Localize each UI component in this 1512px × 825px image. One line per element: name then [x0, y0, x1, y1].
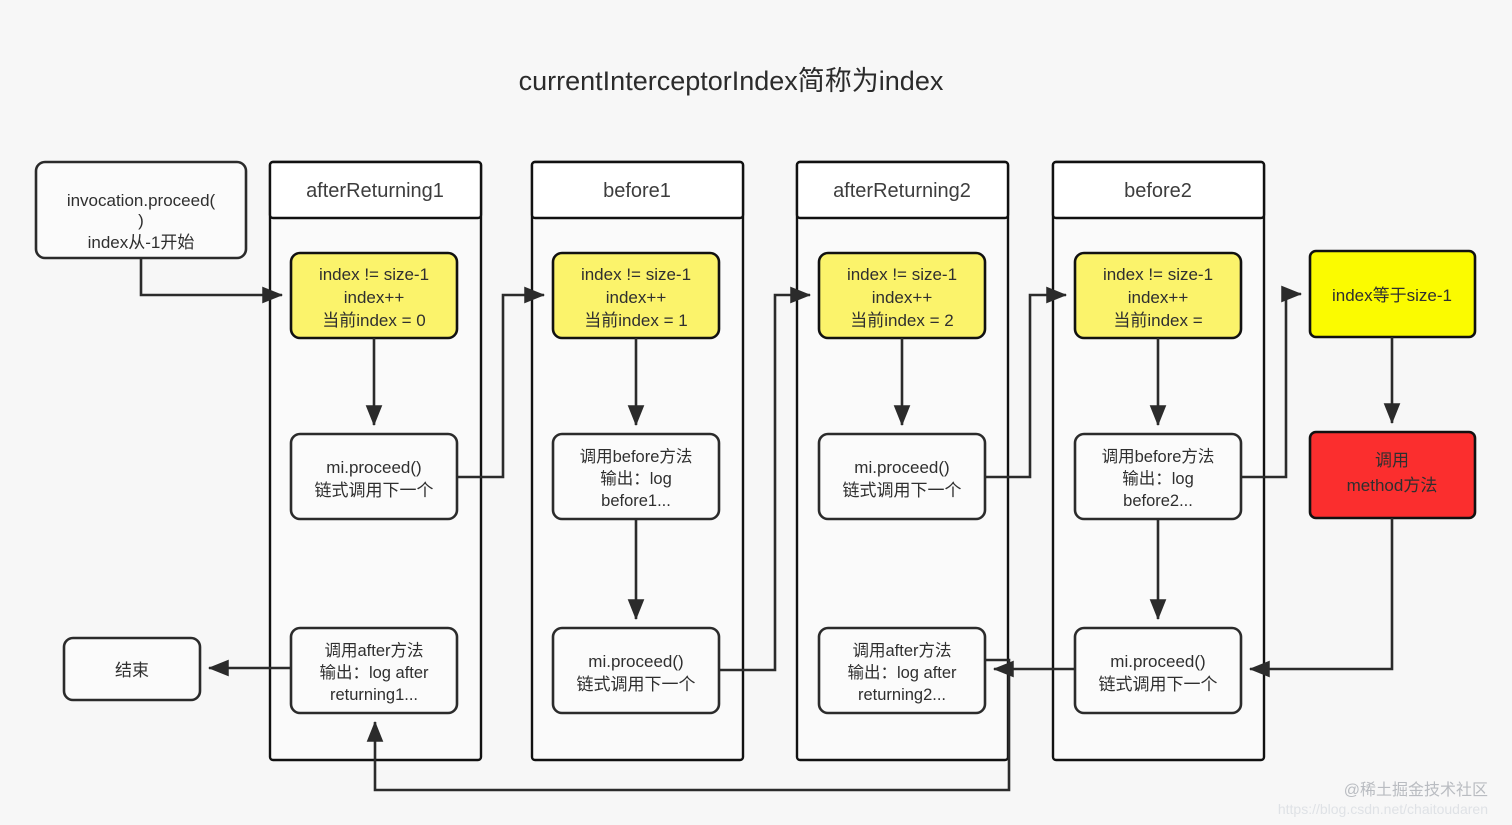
- node-box[interactable]: [817, 626, 987, 715]
- node-start-invocation[interactable]: invocation.proceed( ) index从-1开始: [34, 160, 248, 260]
- node-line-1: invocation.proceed(: [67, 191, 216, 210]
- node-line-3: index从-1开始: [88, 233, 195, 252]
- edge-b1-proceed-to-ar2-check: [719, 286, 812, 672]
- watermark-brand: @稀土掘金技术社区: [1344, 781, 1488, 799]
- page-title: currentInterceptorIndex简称为index: [519, 66, 944, 96]
- node-line-2: 输出：log: [1122, 469, 1194, 488]
- node-line-2: 链式调用下一个: [1099, 675, 1218, 694]
- lane-header: [530, 160, 745, 220]
- node-box[interactable]: [1308, 430, 1477, 520]
- node-line-3: before1...: [601, 492, 671, 510]
- node-line-1: index等于size-1: [1332, 286, 1452, 305]
- watermark-url: https://blog.csdn.net/chaitoudaren: [1278, 801, 1488, 817]
- node-line-3: 当前index = 2: [850, 311, 953, 330]
- node-line-2: 输出：log after: [319, 663, 429, 682]
- lane-header-label: before2: [1124, 180, 1192, 202]
- node-line-1: index != size-1: [581, 265, 691, 284]
- edge-ar2-after-to-ar1-after: [366, 658, 1011, 792]
- node-line-1: 调用after方法: [324, 641, 423, 660]
- node-line-1: mi.proceed(): [588, 652, 683, 671]
- node-before2-proceed[interactable]: mi.proceed() 链式调用下一个: [1073, 626, 1243, 715]
- node-before2-before[interactable]: 调用before方法 输出：log before2...: [1073, 432, 1243, 521]
- lane-header-label: afterReturning1: [306, 180, 444, 202]
- node-afterReturning1-check[interactable]: index != size-1 index++ 当前index = 0: [289, 251, 459, 340]
- node-afterReturning1-after[interactable]: 调用after方法 输出：log after returning1...: [289, 626, 459, 715]
- node-before1-before[interactable]: 调用before方法 输出：log before1...: [551, 432, 721, 521]
- node-line-2: 链式调用下一个: [315, 481, 434, 500]
- node-line-1: 调用: [1375, 451, 1409, 470]
- node-line-3: returning1...: [330, 686, 418, 704]
- node-line-1: 结束: [115, 661, 149, 680]
- node-line-2: index++: [1128, 288, 1189, 307]
- node-line-1: mi.proceed(): [854, 458, 949, 477]
- lane-header: [795, 160, 1010, 220]
- node-line-1: mi.proceed(): [326, 458, 421, 477]
- node-box[interactable]: [62, 636, 202, 702]
- node-line-3: 当前index = 1: [584, 311, 687, 330]
- node-line-2: 输出：log after: [847, 663, 957, 682]
- lane-before1: before1 index != size-1 index++ 当前index …: [530, 160, 745, 762]
- node-box[interactable]: [1073, 626, 1243, 715]
- lane-afterReturning2: afterReturning2 index != size-1 index++ …: [795, 160, 1010, 762]
- node-end[interactable]: 结束: [62, 636, 202, 702]
- node-before1-proceed[interactable]: mi.proceed() 链式调用下一个: [551, 626, 721, 715]
- lane-afterReturning1: afterReturning1 index != size-1 index++ …: [268, 160, 483, 762]
- lane-before2: before2 index != size-1 index++ 当前index …: [1051, 160, 1266, 762]
- node-line-3: before2...: [1123, 492, 1193, 510]
- node-line-3: returning2...: [858, 686, 946, 704]
- node-box[interactable]: [289, 626, 459, 715]
- node-line-1: 调用before方法: [1102, 447, 1215, 466]
- node-line-1: 调用before方法: [580, 447, 693, 466]
- node-line-2: index++: [606, 288, 667, 307]
- node-index-equals-size[interactable]: index等于size-1: [1308, 249, 1477, 339]
- lane-header: [268, 160, 483, 220]
- lane-header-label: afterReturning2: [833, 180, 971, 202]
- node-line-1: index != size-1: [1103, 265, 1213, 284]
- node-line-3: 当前index = 0: [322, 311, 425, 330]
- lane-header-label: before1: [603, 180, 671, 202]
- node-before2-check[interactable]: index != size-1 index++ 当前index =: [1073, 251, 1243, 340]
- node-line-3: 当前index =: [1113, 311, 1202, 330]
- node-invoke-method[interactable]: 调用 method方法: [1308, 430, 1477, 520]
- node-line-1: index != size-1: [319, 265, 429, 284]
- node-line-1: mi.proceed(): [1110, 652, 1205, 671]
- lane-header: [1051, 160, 1266, 220]
- node-afterReturning2-after[interactable]: 调用after方法 输出：log after returning2...: [817, 626, 987, 715]
- node-line-1: index != size-1: [847, 265, 957, 284]
- edge-ar1-proceed-to-b1-check: [457, 286, 546, 479]
- node-line-2: ): [138, 211, 144, 230]
- edge-b2-before-to-index-equals: [1241, 285, 1303, 479]
- node-line-2: 链式调用下一个: [843, 481, 962, 500]
- edge-start-to-ar1-check: [139, 258, 284, 304]
- node-afterReturning2-check[interactable]: index != size-1 index++ 当前index = 2: [817, 251, 987, 340]
- node-line-2: 链式调用下一个: [577, 675, 696, 694]
- node-before1-check[interactable]: index != size-1 index++ 当前index = 1: [551, 251, 721, 340]
- node-line-2: index++: [872, 288, 933, 307]
- node-line-2: index++: [344, 288, 405, 307]
- node-line-1: 调用after方法: [852, 641, 951, 660]
- node-line-2: 输出：log: [600, 469, 672, 488]
- edge-ar2-proceed-to-b2-check: [985, 286, 1068, 479]
- edge-invoke-method-to-b2-proceed: [1248, 518, 1394, 678]
- node-afterReturning1-proceed[interactable]: mi.proceed() 链式调用下一个: [289, 432, 459, 521]
- node-line-2: method方法: [1347, 476, 1438, 495]
- node-afterReturning2-proceed[interactable]: mi.proceed() 链式调用下一个: [817, 432, 987, 521]
